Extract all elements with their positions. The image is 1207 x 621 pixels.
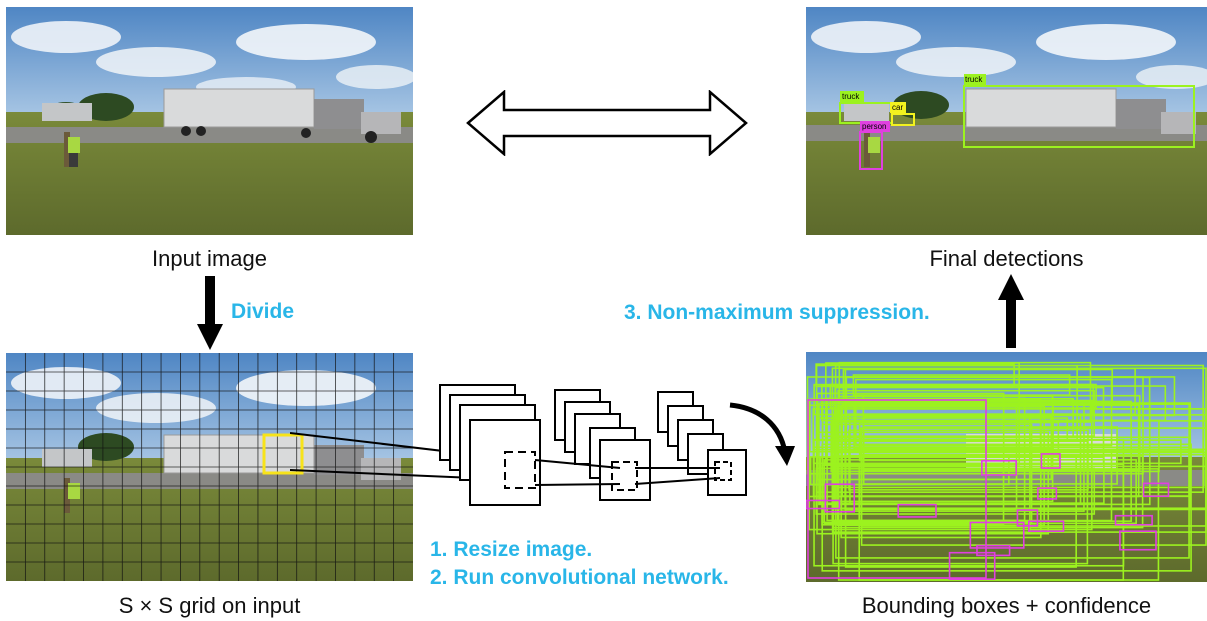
cnn-diagram — [290, 384, 795, 506]
run-cnn-step-label: 2. Run convolutional network. — [430, 566, 729, 589]
input-image — [6, 7, 413, 235]
nms-step-label: 3. Non-maximum suppression. — [624, 301, 930, 324]
person-label: person — [862, 122, 887, 131]
truck-small-label: truck — [842, 92, 860, 101]
grid-image — [6, 353, 413, 581]
bounding-boxes-image — [806, 352, 1207, 582]
car-label: car — [892, 103, 904, 112]
up-arrow-icon — [998, 274, 1024, 348]
bounding-boxes-caption: Bounding boxes + confidence — [861, 593, 1152, 618]
double-arrow-icon — [466, 90, 748, 156]
final-detections-image: truck truck car person — [806, 7, 1207, 235]
resize-step-label: 1. Resize image. — [430, 538, 593, 561]
truck-big-label: truck — [965, 75, 983, 84]
input-image-caption: Input image — [152, 246, 267, 271]
grid-caption: S × S grid on input — [118, 593, 301, 618]
final-detections-caption: Final detections — [929, 246, 1084, 271]
down-arrow-icon — [197, 276, 223, 350]
divide-step-label: Divide — [231, 300, 295, 323]
